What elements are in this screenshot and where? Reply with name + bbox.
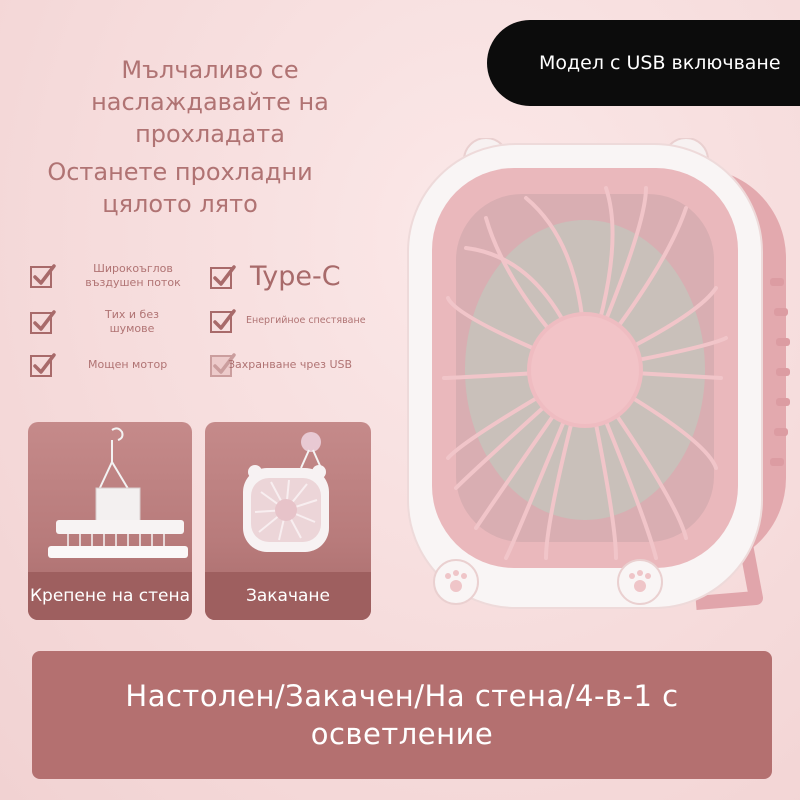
hanging-caption: Закачане	[205, 572, 371, 620]
feature-airflow: Широкоъглов въздушен поток	[30, 262, 188, 290]
checkmark-icon	[30, 310, 56, 334]
feature-label: Широкоъглов въздушен поток	[85, 262, 181, 289]
model-badge: Модел с USB включване	[487, 20, 800, 106]
wall-mount-card: Крепене на стена	[28, 422, 192, 620]
checkmark-icon	[210, 309, 236, 333]
desk-fan-illustration	[407, 137, 790, 610]
hanging-illustration	[243, 432, 329, 552]
headline: Мълчаливо се наслаждавайте на прохладата	[91, 56, 329, 148]
wall-mount-illustration	[48, 427, 188, 558]
feature-label: Type-C	[250, 261, 341, 292]
hanging-card: Закачане	[205, 422, 371, 620]
wall-mount-caption: Крепене на стена	[28, 572, 192, 620]
bottom-banner: Настолен/Закачен/На стена/4-в-1 с осветл…	[32, 651, 772, 779]
feature-energy: Енергийное спестяване	[210, 308, 366, 334]
feature-motor: Мощен мотор	[30, 352, 167, 378]
feature-silent: Тих и без шумове	[30, 308, 172, 336]
checkmark-icon	[30, 264, 56, 288]
feature-label: Мощен мотор	[88, 358, 168, 371]
feature-usb-power: Захранване чрез USB	[210, 352, 352, 378]
feature-label: Енергийное спестяване	[246, 315, 366, 326]
feature-typec: Type-C	[210, 262, 341, 292]
feature-label: Захранване чрез USB	[228, 358, 353, 371]
checkmark-icon	[210, 353, 236, 377]
feature-label: Тих и без шумове	[105, 308, 159, 335]
bottom-banner-text: Настолен/Закачен/На стена/4-в-1 с осветл…	[125, 679, 679, 751]
model-badge-label: Модел с USB включване	[539, 52, 781, 74]
checkmark-icon	[210, 265, 236, 289]
fan-product-image	[396, 137, 796, 628]
checkmark-icon	[30, 353, 56, 377]
subline: Останете прохладни цялото лято	[47, 158, 313, 218]
